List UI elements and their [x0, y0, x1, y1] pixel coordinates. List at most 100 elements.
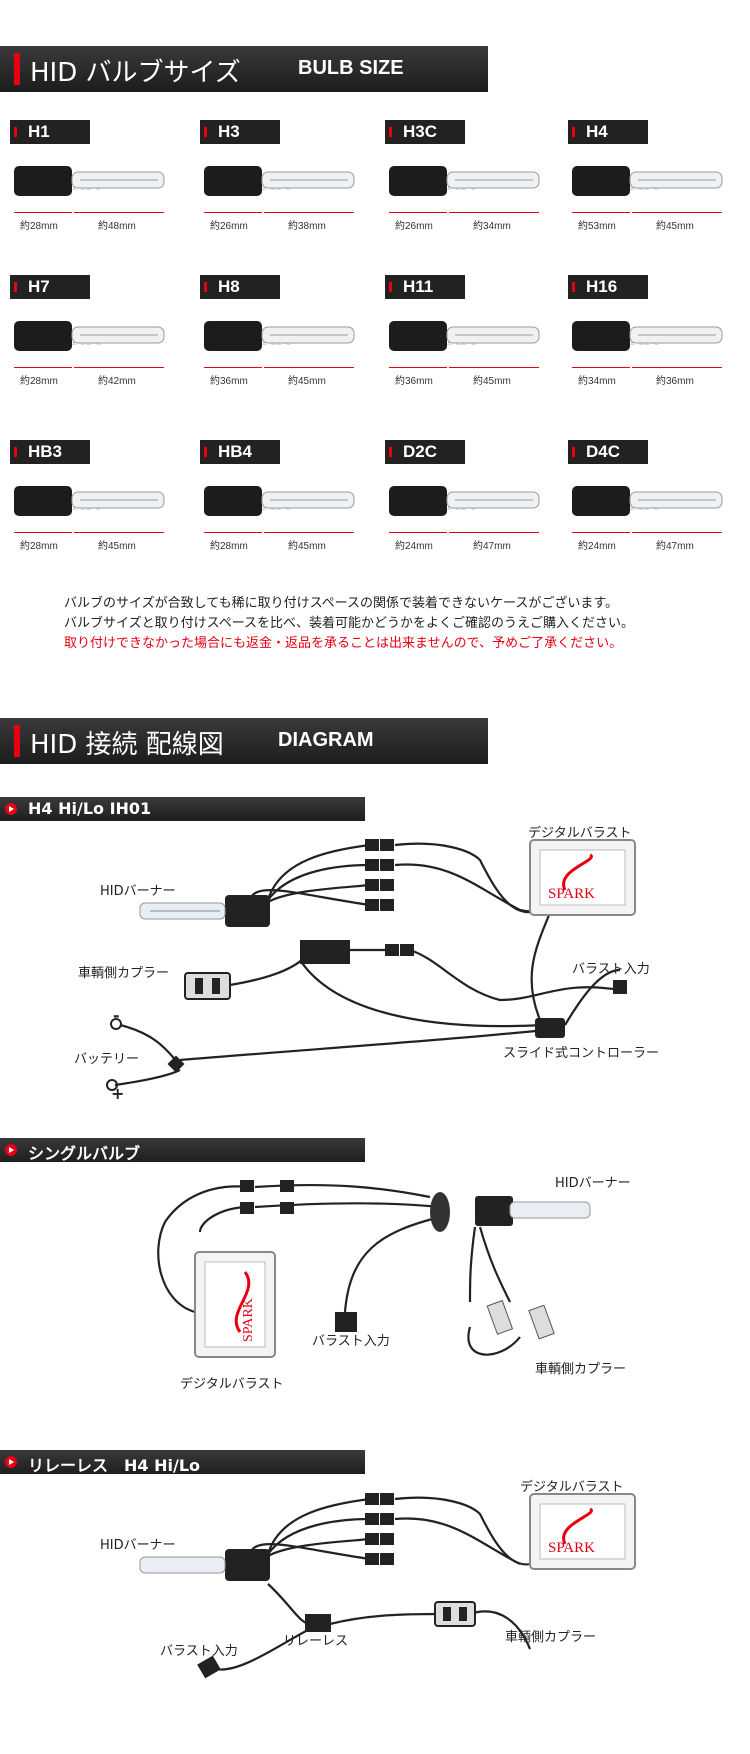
dim-line-glass	[449, 367, 539, 369]
bulb-icon: SPARK	[389, 166, 540, 196]
glass-length-label: 約42mm	[98, 376, 136, 387]
bulb-type-name: H16	[586, 277, 618, 296]
label-accent-mark	[572, 127, 575, 137]
glass-length-label: 約45mm	[473, 376, 511, 387]
bulb-icon: SPARK	[204, 321, 355, 351]
bulb-type-name: H11	[403, 277, 434, 296]
ballast-logo-text: SPARK	[548, 886, 595, 902]
bulb-type-label: H3C	[385, 120, 465, 144]
dim-line-glass	[74, 367, 164, 369]
bulb-icon: SPARK	[389, 486, 540, 516]
d3-burner-label: HIDバーナー	[100, 1538, 176, 1553]
dim-line-glass	[632, 367, 722, 369]
dim-line-base	[204, 532, 262, 534]
diagram-subtitle: DIAGRAM	[278, 729, 374, 751]
glass-length-label: 約45mm	[288, 541, 326, 552]
glass-length-label: 約38mm	[288, 221, 326, 232]
glass-length-label: 約47mm	[656, 541, 694, 552]
bulb-icon: SPARK	[572, 166, 723, 196]
bulb-type-label: D2C	[385, 440, 465, 464]
dim-line-base	[389, 367, 447, 369]
bulb-type-label: H11	[385, 275, 465, 299]
bulb-card-h7: H7SPARK約28mm約42mm	[10, 275, 170, 415]
d2-coupler-label: 車輌側カプラー	[535, 1362, 627, 1377]
base-length-label: 約36mm	[210, 376, 248, 387]
glass-length-label: 約47mm	[473, 541, 511, 552]
diagram2-header-label: シングルバルブ	[28, 1144, 141, 1163]
d3-ballast-input-label: バラスト入力	[160, 1644, 238, 1659]
diagram1-header-label: H4 Hi/Lo IH01	[28, 799, 152, 818]
bulb-icon: SPARK	[14, 321, 165, 351]
bulb-card-h1: H1SPARK 約28mm 約48mm	[10, 120, 170, 260]
dim-line-glass	[632, 532, 722, 534]
d3-coupler-label: 車輌側カプラー	[505, 1630, 597, 1645]
note-line-3: 取り付けできなかった場合にも返金・返品を承ることは出来ませんので、予めご了承くだ…	[64, 636, 623, 651]
bulb-type-label: H1	[10, 120, 90, 144]
dim-line-base	[389, 532, 447, 534]
header-accent-bar	[14, 725, 20, 757]
bulb-icon: SPARK	[572, 321, 723, 351]
bulb-type-name: H3C	[403, 122, 438, 141]
d2-ballast-label: デジタルバラスト	[180, 1377, 284, 1392]
bulb-size-header: HID バルブサイズ BULB SIZE	[0, 46, 488, 92]
d2-ballast-input-label: バラスト入力	[312, 1334, 390, 1349]
bulb-card-hb3: HB3SPARK約28mm約45mm	[10, 440, 170, 580]
label-accent-mark	[14, 127, 17, 137]
bulb-size-title: HID バルブサイズ	[30, 58, 241, 88]
base-length-label: 約28mm	[20, 221, 58, 232]
d1-plus-sign: +	[111, 1084, 125, 1103]
d1-battery-label: バッテリー	[74, 1052, 140, 1067]
diagram3-header: リレーレス H4 Hi/Lo	[0, 1450, 365, 1475]
label-accent-mark	[204, 127, 207, 137]
label-accent-mark	[14, 282, 17, 292]
header-accent-bar	[14, 53, 20, 85]
base-length-label: 約28mm	[210, 541, 248, 552]
bulb-card-h8: H8SPARK 約36mm 約45mm	[200, 275, 360, 415]
base-length-label: 約24mm	[395, 541, 433, 552]
diagram1-wiring: SPARK	[106, 839, 636, 1091]
bulb-card-h4: H4SPARK約53mm約45mm	[568, 120, 728, 260]
bulb-card-h3: H3SPARK約26mm約38mm	[200, 120, 360, 260]
dim-line-glass	[74, 532, 164, 534]
play-icon	[5, 803, 17, 815]
label-accent-mark	[389, 282, 392, 292]
dim-line-base	[14, 367, 72, 369]
bulb-card-h11: H11SPARK約36mm約45mm	[385, 275, 545, 415]
bulb-icon: SPARK	[389, 321, 540, 351]
label-accent-mark	[572, 282, 575, 292]
d1-ballast-input-label: バラスト入力	[572, 962, 650, 977]
glass-length-label: 約48mm	[98, 221, 136, 232]
diagram2-header: シングルバルブ	[0, 1138, 365, 1163]
diagram-title: HID 接続 配線図	[30, 730, 224, 760]
bulb-type-label: H16	[568, 275, 648, 299]
d3-ballast-label: デジタルバラスト	[520, 1480, 624, 1495]
bulb-icon: SPARK	[204, 486, 355, 516]
glass-length-label: 約34mm	[473, 221, 511, 232]
glass-length-label: 約45mm	[656, 221, 694, 232]
d1-ballast-label: デジタルバラスト	[528, 826, 632, 841]
dim-line-base	[14, 532, 72, 534]
label-accent-mark	[204, 447, 207, 457]
dim-line-glass	[264, 367, 354, 369]
label-accent-mark	[14, 447, 17, 457]
bulb-type-name: H8	[218, 277, 240, 296]
d1-burner-label: HIDバーナー	[100, 884, 176, 899]
bulb-type-label: H8	[200, 275, 280, 299]
note-line-2: バルブサイズと取り付けスペースを比べ、装着可能かどうかをよくご確認のうえご購入く…	[64, 616, 635, 631]
label-accent-mark	[389, 447, 392, 457]
diagram-header: HID 接続 配線図 DIAGRAM	[0, 718, 488, 764]
bulb-type-label: H3	[200, 120, 280, 144]
bulb-icon: SPARK	[14, 166, 165, 196]
dim-line-glass	[264, 532, 354, 534]
diagram1-header: H4 Hi/Lo IH01	[0, 797, 365, 821]
base-length-label: 約34mm	[578, 376, 616, 387]
base-length-label: 約28mm	[20, 376, 58, 387]
glass-length-label: 約45mm	[288, 376, 326, 387]
bulb-card-d2c: D2C SPARK 約24mm 約47mm	[385, 440, 545, 580]
diagram2-wiring: SPARK	[157, 1180, 591, 1358]
base-length-label: 約26mm	[210, 221, 248, 232]
ballast-logo-text: SPARK	[241, 1298, 256, 1342]
glass-length-label: 約36mm	[656, 376, 694, 387]
dim-line-glass	[632, 212, 722, 214]
dim-line-base	[572, 532, 630, 534]
